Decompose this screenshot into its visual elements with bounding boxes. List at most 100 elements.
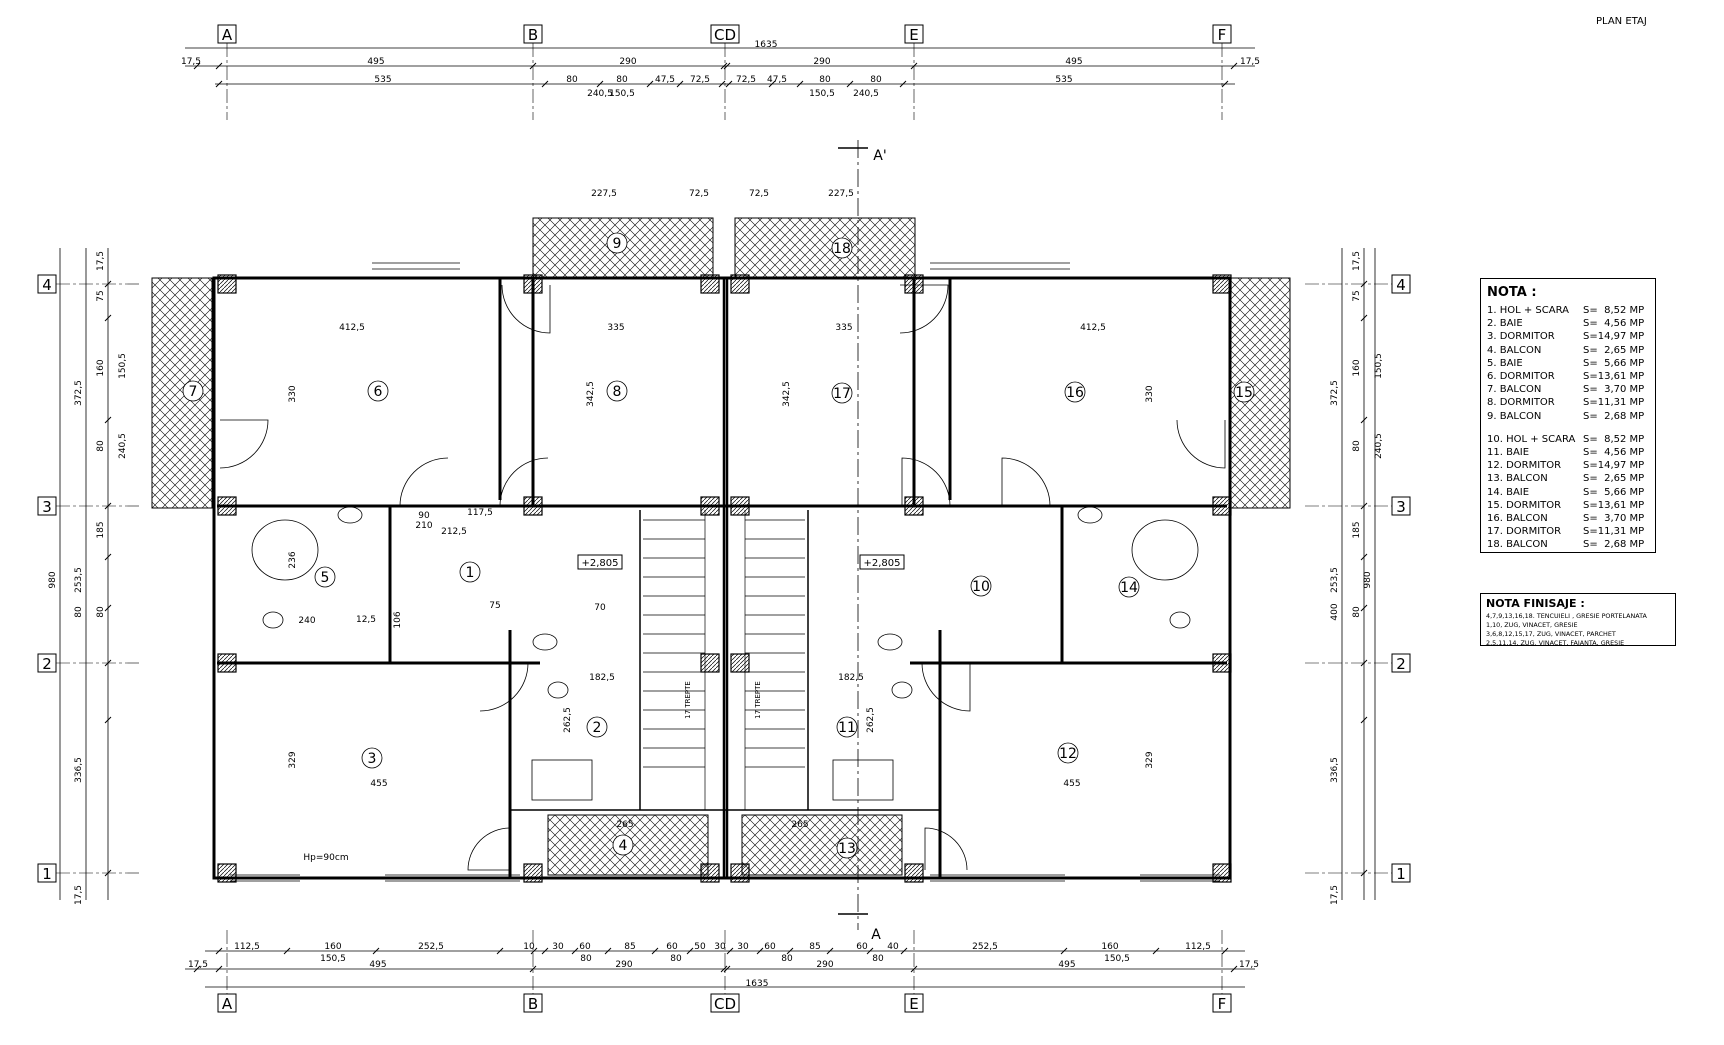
room-number-circle bbox=[1064, 381, 1086, 403]
room-number-circle bbox=[361, 747, 383, 769]
room-number-circle bbox=[459, 561, 481, 583]
structural-column bbox=[217, 496, 237, 516]
structural-column bbox=[730, 274, 750, 294]
door-swing bbox=[921, 662, 971, 712]
room-number: 11 bbox=[838, 720, 856, 736]
room-number-circle bbox=[367, 380, 389, 402]
dimension-text: 150,5 bbox=[809, 89, 835, 99]
dimension-tick bbox=[768, 80, 776, 88]
stairs-label: 17 TREPTE bbox=[754, 681, 762, 719]
dimension-tick bbox=[530, 947, 538, 955]
dimension-tick bbox=[1360, 502, 1368, 510]
dimension-tick bbox=[796, 80, 804, 88]
dimension-tick bbox=[1221, 80, 1229, 88]
dimension-text: 240,5 bbox=[1374, 433, 1384, 459]
interior-dimension: 182,5 bbox=[838, 673, 864, 683]
dimension-text: 150,5 bbox=[320, 954, 346, 964]
dimension-text: 80 bbox=[870, 75, 882, 85]
dimension-tick bbox=[1360, 553, 1368, 561]
dimension-text: 150,5 bbox=[609, 89, 635, 99]
room-number-circle bbox=[314, 566, 336, 588]
structural-column bbox=[1212, 863, 1232, 883]
room-number: 8 bbox=[613, 384, 622, 400]
dimension-text: 72,5 bbox=[736, 75, 756, 85]
dimension-tick bbox=[596, 80, 604, 88]
dimension-tick bbox=[686, 947, 694, 955]
interior-dimension: 117,5 bbox=[467, 508, 493, 518]
grid-label: 2 bbox=[42, 655, 52, 673]
grid-label: F bbox=[1218, 995, 1227, 1013]
dimension-tick bbox=[283, 947, 291, 955]
sink-icon bbox=[532, 633, 558, 651]
dimension-text: 185 bbox=[96, 521, 106, 538]
room-number-circle bbox=[612, 834, 634, 856]
interior-dimension: 227,5 bbox=[828, 189, 854, 199]
interior-dimension: 329 bbox=[1145, 751, 1155, 768]
interior-dimension: 236 bbox=[288, 551, 298, 568]
structural-column bbox=[700, 653, 720, 673]
dimension-text: 372,5 bbox=[1330, 380, 1340, 406]
dimension-text: 495 bbox=[369, 960, 386, 970]
dimension-text: 17,5 bbox=[188, 960, 208, 970]
dimension-text: 80 bbox=[566, 75, 578, 85]
section-mark: A' bbox=[873, 148, 886, 164]
dimension-tick bbox=[756, 947, 764, 955]
finisaje-line: 2,5,11,14, ZUG. VINACET, FAIANTA, GRESIE bbox=[1486, 639, 1625, 647]
dimension-text: 17,5 bbox=[1239, 960, 1259, 970]
dimension-text: 253,5 bbox=[74, 567, 84, 593]
interior-dimension: 335 bbox=[835, 323, 852, 333]
room-number: 5 bbox=[321, 570, 330, 586]
dimension-text: 160 bbox=[1352, 359, 1362, 376]
room-number: 13 bbox=[838, 841, 856, 857]
interior-dimension: 72,5 bbox=[749, 189, 769, 199]
dimension-text: 150,5 bbox=[118, 353, 128, 379]
interior-dimension: 262,5 bbox=[563, 707, 573, 733]
drawing-title: PLAN ETAJ bbox=[1596, 16, 1647, 27]
structural-column bbox=[730, 653, 750, 673]
interior-dimension: 70 bbox=[594, 603, 606, 613]
room-number-circle bbox=[1118, 576, 1140, 598]
dimension-tick bbox=[1230, 62, 1238, 70]
dimension-text: 252,5 bbox=[418, 942, 444, 952]
structural-column bbox=[1212, 653, 1232, 673]
toilet-icon bbox=[891, 681, 913, 699]
dimension-text: 80 bbox=[616, 75, 628, 85]
grid-label: 3 bbox=[42, 498, 52, 516]
dimension-text: 1635 bbox=[755, 40, 778, 50]
door-swing bbox=[501, 284, 551, 334]
interior-dimension: 72,5 bbox=[689, 189, 709, 199]
dimension-text: 50 bbox=[694, 942, 706, 952]
dimension-tick bbox=[541, 947, 549, 955]
dimension-tick bbox=[910, 62, 918, 70]
dimension-tick bbox=[1221, 947, 1229, 955]
dimension-tick bbox=[900, 947, 908, 955]
dimension-text: 60 bbox=[764, 942, 776, 952]
dimension-text: 80 bbox=[1352, 440, 1362, 452]
dimension-text: 372,5 bbox=[74, 380, 84, 406]
structural-column bbox=[700, 863, 720, 883]
balcony bbox=[734, 217, 916, 279]
sink-icon bbox=[877, 633, 903, 651]
room-number-circle bbox=[1057, 742, 1079, 764]
dimension-text: 72,5 bbox=[690, 75, 710, 85]
dimension-tick bbox=[104, 416, 112, 424]
dimension-text: 75 bbox=[96, 290, 106, 301]
dimension-tick bbox=[104, 659, 112, 667]
dimension-tick bbox=[866, 947, 874, 955]
structural-column bbox=[904, 274, 924, 294]
structural-column bbox=[217, 274, 237, 294]
dimension-text: 75 bbox=[1352, 290, 1362, 301]
grid-label: F bbox=[1218, 26, 1227, 44]
dimension-text: 17,5 bbox=[181, 57, 201, 67]
grid-label: E bbox=[909, 26, 918, 44]
balcony bbox=[741, 814, 903, 876]
